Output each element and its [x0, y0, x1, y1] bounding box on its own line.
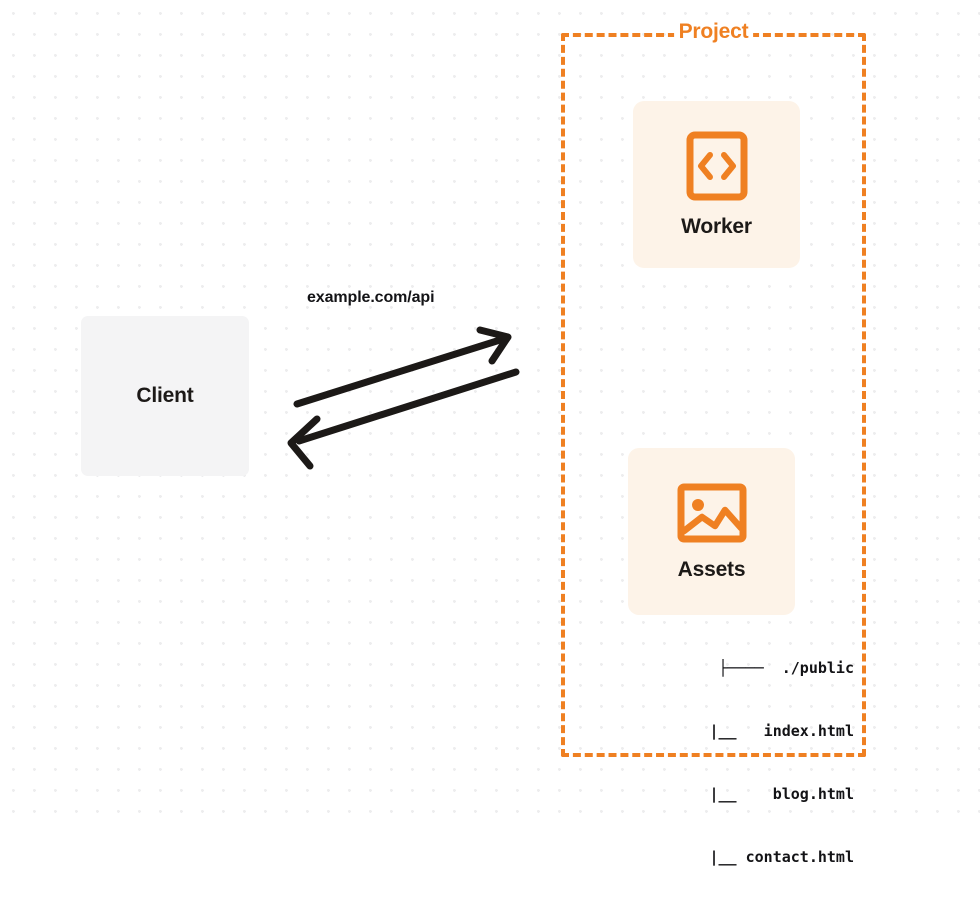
- response-arrow: [287, 368, 520, 470]
- diagram-canvas: Client example.com/api Project Worker: [0, 0, 980, 866]
- assets-label: Assets: [677, 557, 746, 581]
- client-label: Client: [136, 384, 194, 407]
- assets-card[interactable]: Assets: [628, 448, 795, 615]
- assets-file-tree: ├──── ./public |__ index.html |__ blog.h…: [608, 616, 854, 910]
- tree-row: |__ blog.html: [682, 785, 854, 803]
- client-node[interactable]: Client: [81, 316, 249, 476]
- code-brackets-icon: [686, 131, 747, 200]
- project-label: Project: [673, 20, 754, 44]
- request-arrow: [293, 326, 512, 408]
- connection-label: example.com/api: [307, 289, 435, 306]
- project-group: Project Worker Assets ├──── ./public |__…: [561, 20, 866, 866]
- image-icon: [677, 483, 746, 542]
- tree-row: |__ index.html: [682, 722, 854, 740]
- worker-card[interactable]: Worker: [633, 101, 800, 268]
- tree-row: ├──── ./public: [718, 659, 854, 677]
- tree-row: |__ contact.html: [682, 848, 854, 866]
- worker-label: Worker: [681, 214, 752, 238]
